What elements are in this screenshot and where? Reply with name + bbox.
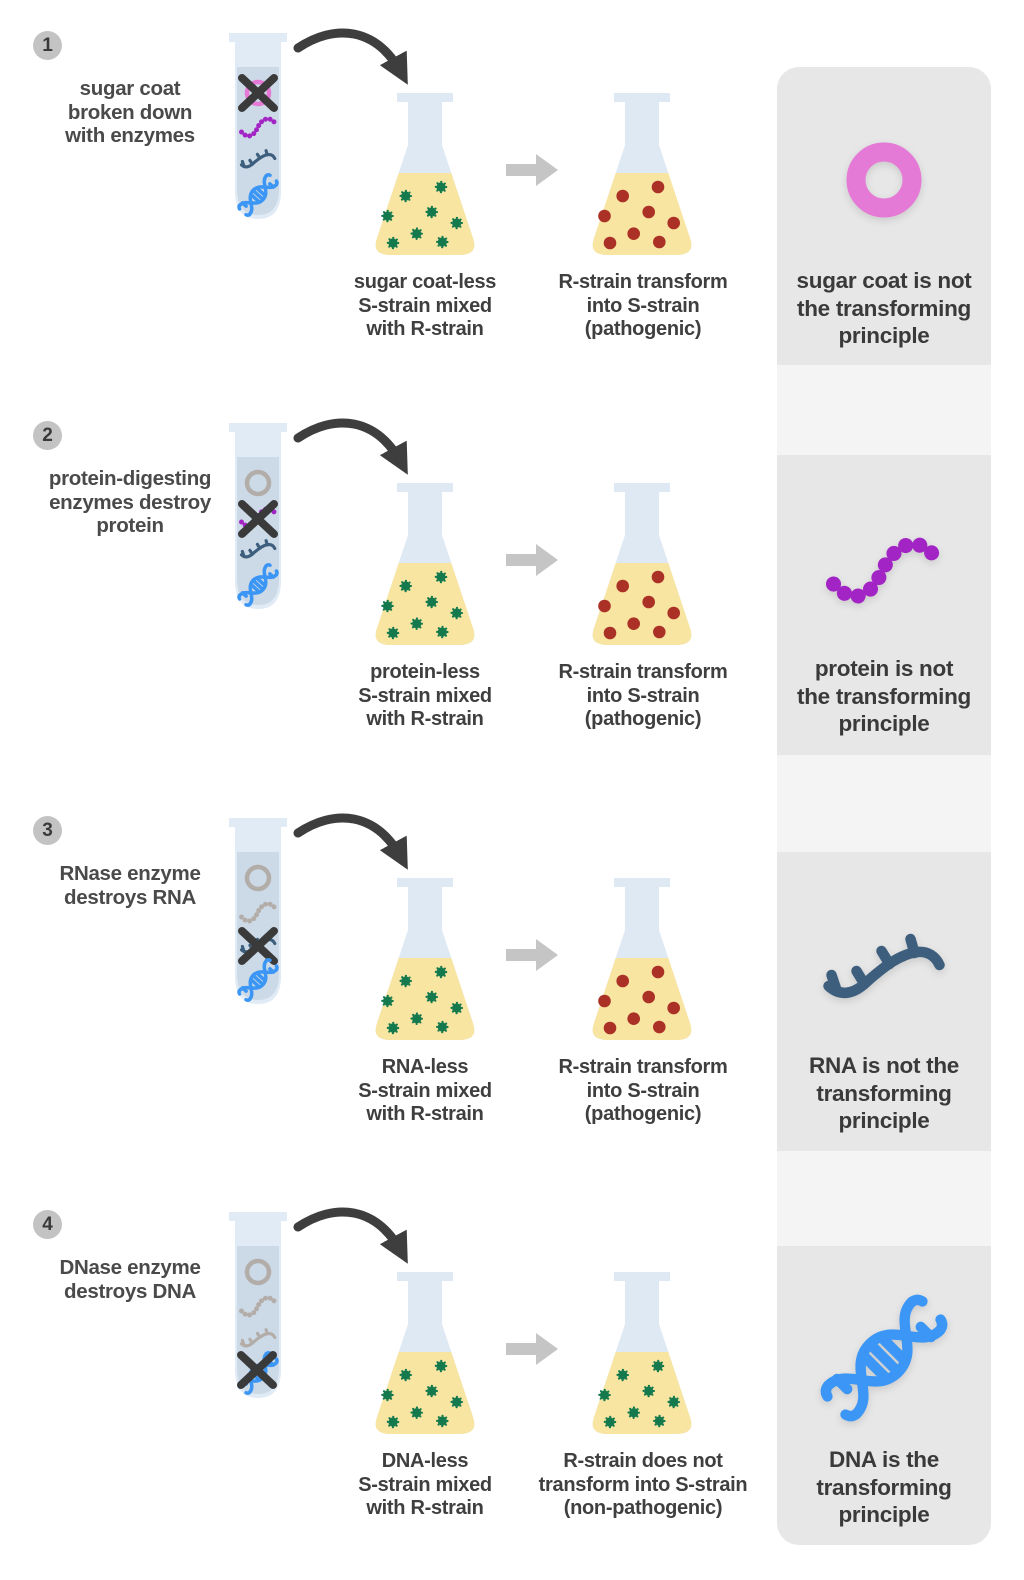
mix-flask-label: sugar coat-less S-strain mixed with R-st… bbox=[353, 271, 497, 340]
mix-flask-icon bbox=[375, 93, 475, 255]
step-badge: 3 bbox=[33, 816, 62, 845]
step-number: 1 bbox=[42, 34, 53, 56]
test-tube-icon bbox=[229, 1212, 287, 1398]
panel-spacer bbox=[777, 365, 991, 455]
panel-spacer bbox=[777, 1151, 991, 1246]
experiment-step-4: 4 DNase enzyme destroys DNA DNA-less S-s… bbox=[0, 1209, 1024, 1561]
test-tube-icon bbox=[229, 423, 287, 609]
mix-flask-icon bbox=[375, 1272, 475, 1434]
step-badge: 2 bbox=[33, 421, 62, 450]
sugar-coat-icon bbox=[846, 142, 922, 218]
step-number: 3 bbox=[42, 819, 53, 841]
test-tube-icon bbox=[229, 818, 287, 1004]
conclusion-text: protein is not the transforming principl… bbox=[797, 656, 971, 736]
conclusion-sugar-coat: sugar coat is not the transforming princ… bbox=[777, 67, 991, 365]
conclusion-rna: RNA is not the transforming principle bbox=[777, 852, 991, 1151]
result-flask-icon bbox=[592, 1272, 692, 1434]
conclusion-text: DNA is the transforming principle bbox=[816, 1447, 952, 1527]
step-description: protein-digesting enzymes destroy protei… bbox=[48, 467, 212, 537]
mix-flask-label: DNA-less S-strain mixed with R-strain bbox=[358, 1450, 492, 1519]
mix-flask-label: RNA-less S-strain mixed with R-strain bbox=[358, 1056, 492, 1125]
step-number: 2 bbox=[42, 424, 53, 446]
step-badge: 1 bbox=[33, 31, 62, 60]
result-flask-label: R-strain transform into S-strain (pathog… bbox=[558, 271, 728, 340]
result-flask-icon bbox=[592, 878, 692, 1040]
conclusion-text: RNA is not the transforming principle bbox=[809, 1053, 959, 1133]
conclusion-protein: protein is not the transforming principl… bbox=[777, 455, 991, 755]
test-tube-icon bbox=[229, 33, 287, 219]
result-flask-label: R-strain transform into S-strain (pathog… bbox=[558, 1056, 728, 1125]
step-description: sugar coat broken down with enzymes bbox=[65, 77, 195, 147]
result-flask-label: R-strain does not transform into S-strai… bbox=[538, 1450, 748, 1519]
conclusion-text: sugar coat is not the transforming princ… bbox=[796, 268, 972, 348]
result-flask-icon bbox=[592, 93, 692, 255]
step-badge: 4 bbox=[33, 1210, 62, 1239]
result-flask-label: R-strain transform into S-strain (pathog… bbox=[558, 661, 728, 730]
result-arrow-icon bbox=[506, 939, 558, 971]
result-arrow-icon bbox=[506, 1333, 558, 1365]
dna-icon bbox=[814, 1286, 954, 1426]
mix-flask-icon bbox=[375, 878, 475, 1040]
experiment-step-1: 1 sugar coat broken down with enzymes su… bbox=[0, 30, 1024, 382]
mix-flask-icon bbox=[375, 483, 475, 645]
step-description: DNase enzyme destroys DNA bbox=[59, 1256, 201, 1303]
step-number: 4 bbox=[42, 1213, 53, 1235]
result-arrow-icon bbox=[506, 154, 558, 186]
conclusions-panel: sugar coat is not the transforming princ… bbox=[777, 67, 991, 1545]
step-description: RNase enzyme destroys RNA bbox=[59, 862, 201, 909]
experiment-step-2: 2 protein-digesting enzymes destroy prot… bbox=[0, 420, 1024, 772]
protein-icon bbox=[822, 532, 947, 612]
result-arrow-icon bbox=[506, 544, 558, 576]
panel-spacer bbox=[777, 755, 991, 852]
mix-flask-label: protein-less S-strain mixed with R-strai… bbox=[358, 661, 492, 730]
experiment-step-3: 3 RNase enzyme destroys RNA RNA-less S-s… bbox=[0, 815, 1024, 1167]
rna-icon bbox=[821, 928, 948, 1003]
conclusion-dna: DNA is the transforming principle bbox=[777, 1246, 991, 1545]
result-flask-icon bbox=[592, 483, 692, 645]
